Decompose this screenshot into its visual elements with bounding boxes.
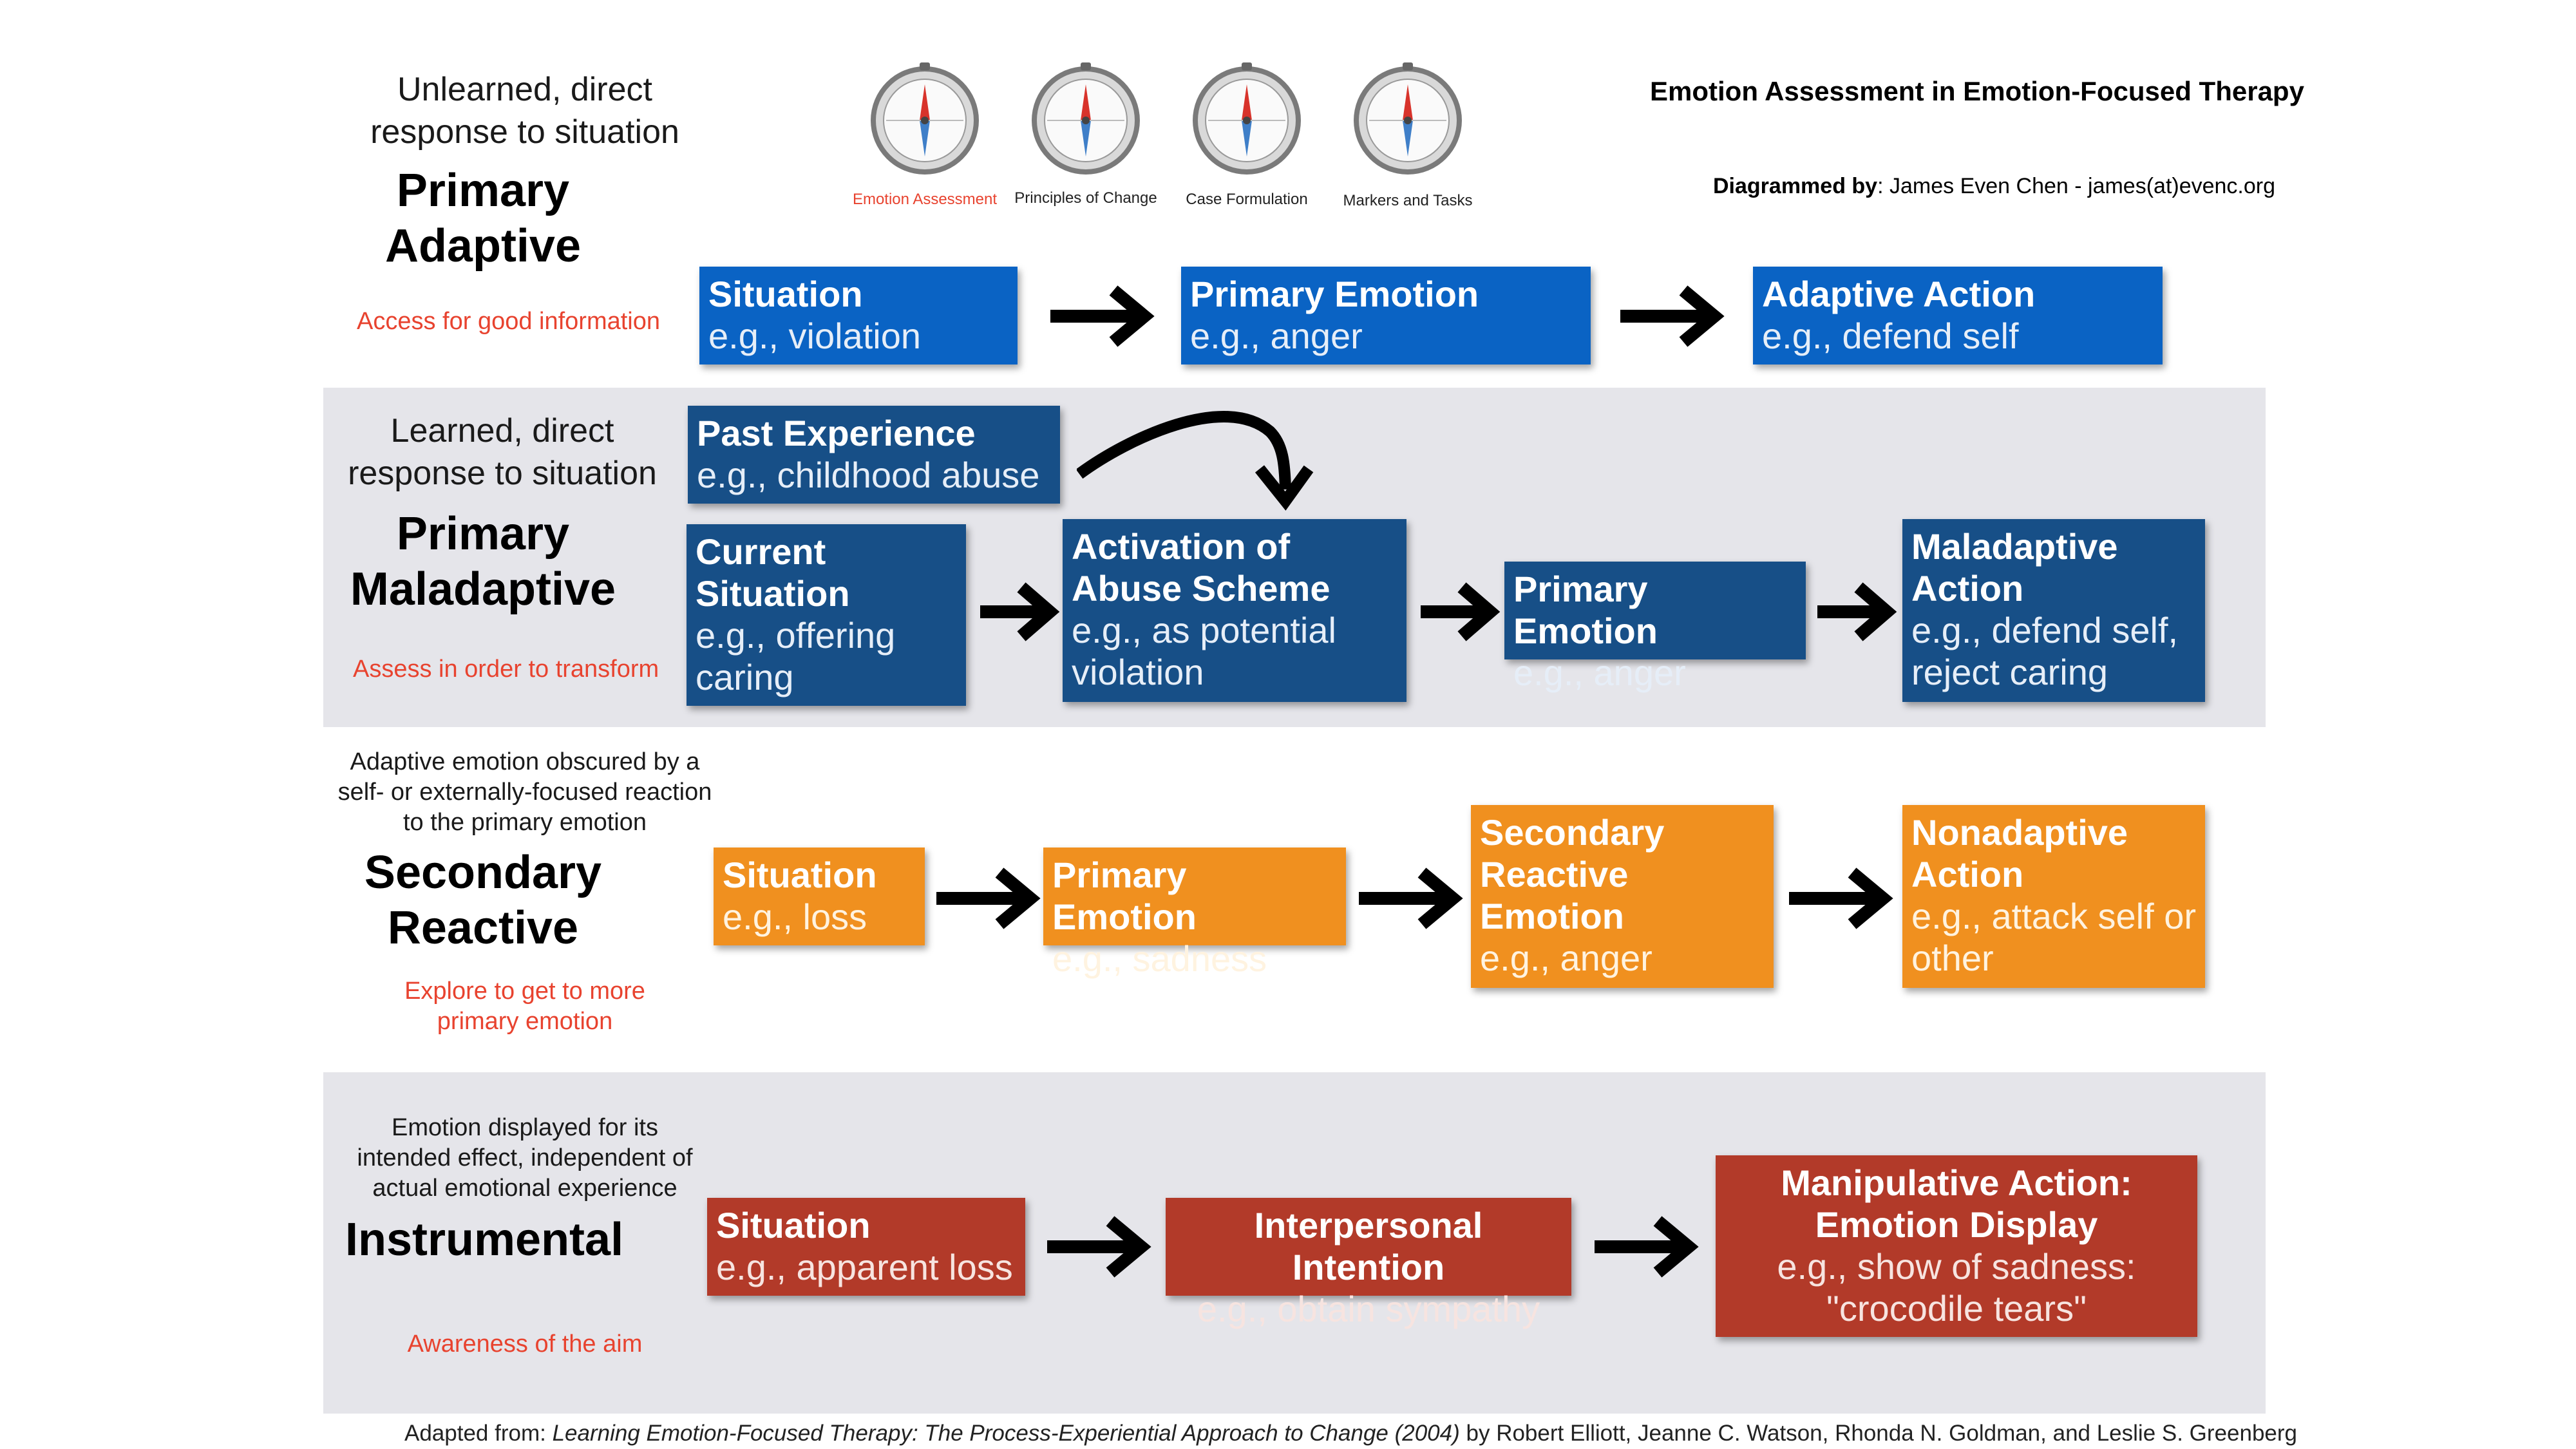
box-title: Activation of Abuse Scheme (1072, 526, 1331, 609)
secondary-reactive-title: Secondary Reactive (364, 847, 602, 954)
secondary-situation-box: Situation e.g., loss (714, 848, 925, 945)
credit-value: : James Even Chen - james(at)evenc.org (1877, 174, 2276, 198)
box-title: Situation (723, 855, 877, 895)
box-title: Past Experience (697, 413, 976, 453)
instrumental-situation-box: Situation e.g., apparent loss (707, 1198, 1025, 1296)
arrow-right-icon (980, 582, 1060, 641)
compass-label-markers-and-tasks[interactable]: Markers and Tasks (1343, 192, 1473, 209)
curved-arrow-icon (1077, 411, 1314, 511)
compass-icon[interactable] (1350, 61, 1466, 177)
box-example: e.g., obtain sympathy (1197, 1289, 1540, 1329)
primary-maladaptive-description: Learned, direct response to situation (348, 412, 657, 492)
box-title: Interpersonal Intention (1254, 1205, 1483, 1287)
box-title: Situation (716, 1205, 871, 1245)
credit-label: Diagrammed by (1713, 174, 1878, 198)
primary-maladaptive-title: Primary Maladaptive (350, 508, 616, 615)
box-title: Adaptive Action (1762, 274, 2036, 314)
past-experience-box: Past Experience e.g., childhood abuse (688, 406, 1060, 504)
secondary-reactive-note: Explore to get to more primary emotion (404, 978, 645, 1035)
compass-icon[interactable] (1028, 61, 1144, 177)
secondary-primary-emotion-box: Primary Emotion e.g., sadness (1043, 848, 1346, 979)
box-title: Primary Emotion (1513, 569, 1658, 651)
box-title: Primary Emotion (1190, 274, 1479, 314)
arrow-right-icon (1595, 1216, 1699, 1278)
credit: Diagrammed by: James Even Chen - james(a… (1713, 173, 2275, 200)
compass-label-emotion-assessment[interactable]: Emotion Assessment (852, 191, 998, 208)
compass-label-case-formulation[interactable]: Case Formulation (1186, 191, 1308, 208)
primary-adaptive-action-box: Adaptive Action e.g., defend self (1753, 267, 2163, 365)
compass-icon[interactable] (867, 61, 983, 177)
instrumental-title: Instrumental (345, 1214, 624, 1265)
secondary-reactive-emotion-box: Secondary Reactive Emotion e.g., anger (1471, 805, 1774, 988)
box-example: e.g., loss (723, 896, 867, 937)
compass-label-principles-of-change[interactable]: Principles of Change (1014, 189, 1157, 207)
box-example: e.g., anger (1190, 316, 1363, 356)
box-example: e.g., defend self, reject caring (1911, 610, 2179, 692)
instrumental-description: Emotion displayed for its intended effec… (357, 1114, 693, 1202)
citation-suffix: by Robert Elliott, Jeanne C. Watson, Rho… (1459, 1421, 2298, 1446)
box-title: Manipulative Action: Emotion Display (1781, 1162, 2132, 1245)
activation-abuse-scheme-box: Activation of Abuse Scheme e.g., as pote… (1063, 519, 1406, 702)
compass-icon[interactable] (1189, 61, 1305, 177)
primary-adaptive-note: Access for good information (357, 308, 661, 335)
arrow-right-icon (1620, 285, 1725, 347)
primary-maladaptive-note: Assess in order to transform (353, 656, 659, 683)
interpersonal-intention-box: Interpersonal Intention e.g., obtain sym… (1166, 1198, 1571, 1329)
primary-adaptive-description: Unlearned, direct response to situation (370, 71, 679, 151)
box-title: Maladaptive Action (1911, 526, 2118, 609)
arrow-right-icon (1359, 867, 1463, 929)
box-example: e.g., as potential violation (1072, 610, 1336, 692)
maladaptive-primary-emotion-box: Primary Emotion e.g., anger (1504, 562, 1806, 693)
arrow-right-icon (1421, 582, 1501, 641)
primary-adaptive-title: Primary Adaptive (384, 165, 582, 272)
box-example: e.g., sadness (1052, 938, 1267, 979)
secondary-reactive-description: Adaptive emotion obscured by a self- or … (337, 748, 712, 836)
page-title: Emotion Assessment in Emotion-Focused Th… (1650, 76, 2304, 106)
box-example: e.g., defend self (1762, 316, 2019, 356)
box-example: e.g., anger (1480, 938, 1653, 978)
arrow-right-icon (1817, 582, 1897, 641)
box-example: e.g., anger (1513, 652, 1686, 693)
box-title: Primary Emotion (1052, 855, 1197, 937)
maladaptive-action-box: Maladaptive Action e.g., defend self, re… (1902, 519, 2205, 702)
source-citation: Adapted from: Learning Emotion-Focused T… (404, 1419, 2297, 1448)
primary-adaptive-situation-box: Situation e.g., violation (699, 267, 1018, 365)
arrow-right-icon (1050, 285, 1155, 347)
box-title: Situation (708, 274, 863, 314)
box-title: Nonadaptive Action (1911, 812, 2128, 895)
box-title: Current Situation (696, 531, 850, 614)
citation-prefix: Adapted from: (404, 1421, 553, 1446)
primary-adaptive-emotion-box: Primary Emotion e.g., anger (1181, 267, 1591, 365)
box-example: e.g., childhood abuse (697, 455, 1040, 495)
box-example: e.g., violation (708, 316, 921, 356)
manipulative-action-box: Manipulative Action: Emotion Display e.g… (1716, 1155, 2197, 1337)
arrow-right-icon (1047, 1216, 1151, 1278)
citation-book: Learning Emotion-Focused Therapy: The Pr… (552, 1421, 1460, 1446)
nonadaptive-action-box: Nonadaptive Action e.g., attack self or … (1902, 805, 2205, 988)
box-title: Secondary Reactive Emotion (1480, 812, 1665, 936)
arrow-right-icon (936, 867, 1041, 929)
box-example: e.g., show of sadness: "crocodile tears" (1777, 1246, 2136, 1329)
arrow-right-icon (1789, 867, 1893, 929)
instrumental-note: Awareness of the aim (407, 1331, 643, 1358)
current-situation-box: Current Situation e.g., offering caring (687, 524, 966, 706)
box-example: e.g., offering caring (696, 615, 896, 697)
box-example: e.g., attack self or other (1911, 896, 2196, 978)
box-example: e.g., apparent loss (716, 1247, 1013, 1287)
